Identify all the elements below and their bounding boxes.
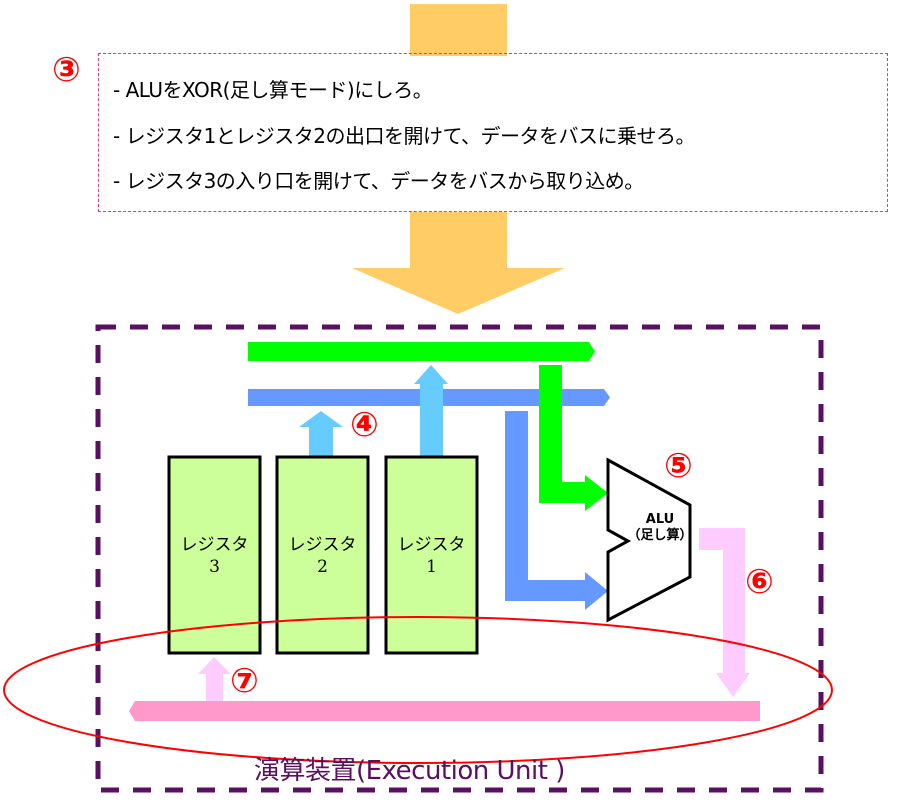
- register-1: レジスタ 1: [386, 534, 477, 578]
- step-marker-3: ③: [52, 50, 81, 90]
- alu-label: ALU （足し算）: [610, 512, 710, 543]
- alu-mode: （足し算）: [627, 527, 693, 543]
- alu-shape: [606, 457, 692, 623]
- step-marker-6: ⑥: [745, 562, 774, 602]
- register-3: レジスタ 3: [169, 534, 260, 578]
- register-1-label: レジスタ: [397, 535, 466, 555]
- flow-arrow-down: [352, 212, 565, 314]
- execution-unit-title: 演算装置(Execution Unit ): [254, 756, 565, 786]
- step-marker-4: ④: [350, 405, 379, 445]
- arrow-green-to-alu: [539, 365, 608, 511]
- register-2-number: 2: [317, 557, 328, 578]
- register-3-number: 3: [209, 557, 220, 578]
- step-marker-7: ⑦: [230, 661, 259, 701]
- register-2-box: [275, 455, 370, 655]
- instruction-line-1: - ALUをXOR(足し算モード)にしろ。: [113, 78, 433, 102]
- arrow-bus-to-reg3: [198, 657, 231, 701]
- register-1-box: [384, 455, 479, 655]
- highlight-ellipse: [3, 616, 833, 764]
- bus-green: [248, 342, 595, 361]
- register-2: レジスタ 2: [277, 534, 368, 578]
- arrow-alu-to-result-bus: [699, 528, 750, 697]
- bus-result-pink: [129, 701, 760, 721]
- execution-unit-border: [95, 324, 824, 793]
- arrow-reg1-out: [414, 365, 448, 457]
- alu-name: ALU: [645, 512, 675, 527]
- register-1-number: 1: [426, 557, 437, 578]
- step-marker-5: ⑤: [664, 446, 693, 486]
- register-3-box: [167, 455, 262, 655]
- flow-arrow-top-stem: [410, 4, 507, 56]
- arrow-blue-to-alu: [505, 411, 608, 610]
- arrow-reg2-out: [299, 411, 343, 457]
- instruction-line-3: - レジスタ3の入り口を開けて、データをバスから取り込め。: [113, 169, 644, 193]
- register-3-label: レジスタ: [180, 535, 249, 555]
- instruction-line-2: - レジスタ1とレジスタ2の出口を開けて、データをバスに乗せろ。: [113, 124, 696, 148]
- instruction-box: - ALUをXOR(足し算モード)にしろ。 - レジスタ1とレジスタ2の出口を開…: [98, 53, 888, 212]
- register-2-label: レジスタ: [288, 535, 357, 555]
